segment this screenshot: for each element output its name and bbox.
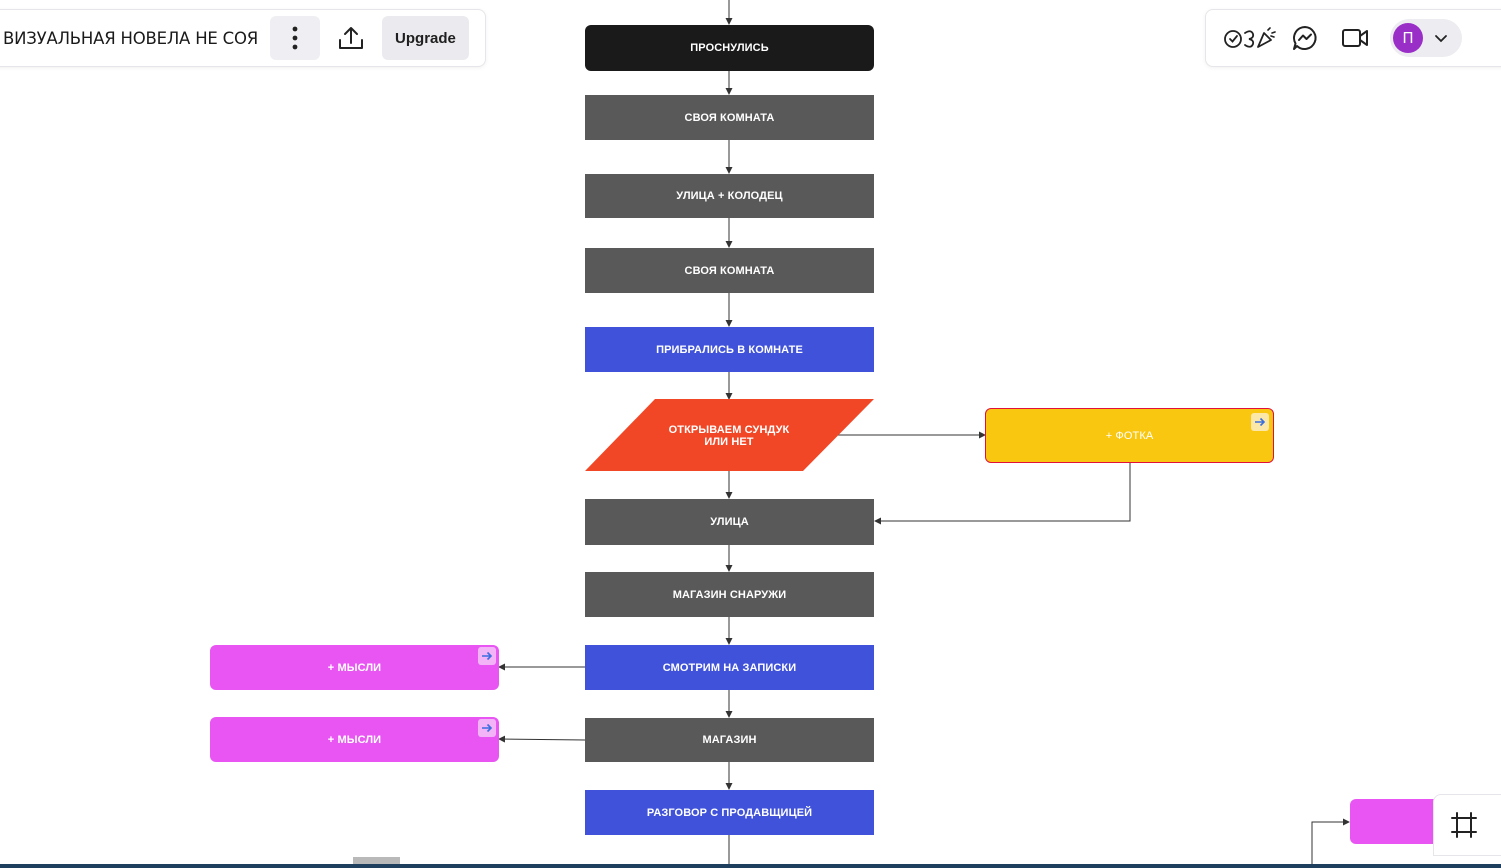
node-label: УЛИЦА + КОЛОДЕЦ [676,190,783,202]
bottom-edge-bar [0,864,1501,868]
node-label: СМОТРИМ НА ЗАПИСКИ [662,661,797,674]
upload-icon [339,27,364,49]
reactions-button[interactable] [1220,16,1280,60]
node-label: РАЗГОВОР С ПРОДАВЩИЦЕЙ [646,806,813,819]
collaborators-menu[interactable]: П [1390,19,1462,57]
collaboration-toolbar: П [1205,9,1501,67]
flow-node-street[interactable]: УЛИЦА [585,499,874,545]
frames-button[interactable] [1433,794,1501,856]
node-label: СВОЯ КОМНАТА [684,111,775,124]
board-toolbar: ВИЗУАЛЬНАЯ НОВЕЛА НЕ СОЯ Upgrade [0,9,486,67]
flow-node-cleaned-room[interactable]: ПРИБРАЛИСЬ В КОМНАТЕ [585,327,874,372]
connector [498,735,586,743]
connector [1311,818,1350,868]
horizontal-scrollbar[interactable] [353,857,400,864]
chat-icon [1293,26,1317,50]
flow-node-look-notes[interactable]: СМОТРИМ НА ЗАПИСКИ [585,645,874,690]
node-label: ПРОСНУЛИСЬ [690,42,769,54]
node-label: МАГАЗИН [702,734,757,746]
flow-node-shop-outside[interactable]: МАГАЗИН СНАРУЖИ [585,572,874,617]
node-label: ОТКРЫВАЕМ СУНДУК ИЛИ НЕТ [668,423,790,448]
video-call-button[interactable] [1330,16,1380,60]
flow-node-shop[interactable]: МАГАЗИН [585,718,874,762]
flow-node-street-well[interactable]: УЛИЦА + КОЛОДЕЦ [585,174,874,218]
flow-node-chest-decision-shape[interactable] [584,399,876,472]
node-label: МАГАЗИН СНАРУЖИ [672,588,787,601]
flow-node-woke-up[interactable]: ПРОСНУЛИСЬ [585,25,874,71]
node-label: СВОЯ КОМНАТА [684,264,775,277]
celebrate-icon [1224,27,1276,48]
flow-node-thoughts-1[interactable]: + МЫСЛИ [210,645,499,690]
frame-icon [1451,812,1477,838]
flow-node-own-room-2[interactable]: СВОЯ КОМНАТА [585,248,874,293]
node-label: ПРИБРАЛИСЬ В КОМНАТЕ [656,343,803,356]
chevron-down-icon [1435,35,1447,43]
board-title[interactable]: ВИЗУАЛЬНАЯ НОВЕЛА НЕ СОЯ [3,28,259,48]
node-label: УЛИЦА [710,516,749,528]
node-label: + МЫСЛИ [327,661,382,674]
flow-node-thoughts-2[interactable]: + МЫСЛИ [210,717,499,762]
more-vertical-icon [292,26,298,50]
export-button[interactable] [326,16,376,60]
avatar[interactable]: П [1393,23,1423,53]
link-arrow-icon[interactable] [478,719,496,737]
flow-node-own-room-1[interactable]: СВОЯ КОМНАТА [585,95,874,140]
flow-node-talk-seller[interactable]: РАЗГОВОР С ПРОДАВЩИЦЕЙ [585,790,874,835]
upgrade-button[interactable]: Upgrade [382,16,469,60]
more-options-button[interactable] [270,16,321,60]
node-label: + ФОТКА [1105,429,1154,442]
video-icon [1342,29,1368,47]
flow-node-chest-decision[interactable]: ОТКРЫВАЕМ СУНДУК ИЛИ НЕТ [630,400,828,471]
link-arrow-icon[interactable] [478,647,496,665]
node-label: + МЫСЛИ [327,733,382,746]
flow-node-photo[interactable]: + ФОТКА [985,408,1274,463]
link-arrow-icon[interactable] [1251,413,1269,431]
connector [874,463,1131,525]
chat-button[interactable] [1280,16,1330,60]
